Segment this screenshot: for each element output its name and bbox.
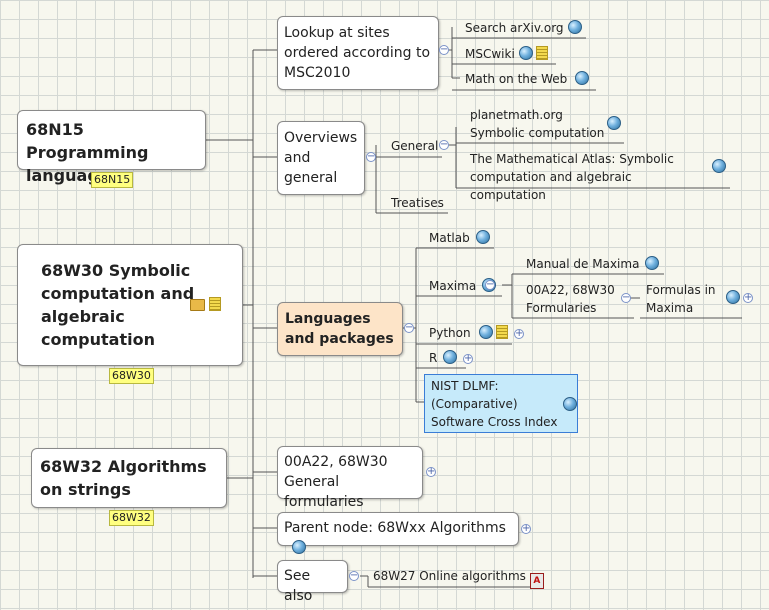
collapse-icon[interactable]: − xyxy=(439,139,449,150)
link-manual-maxima[interactable]: Manual de Maxima xyxy=(526,255,660,273)
globe-icon[interactable] xyxy=(475,230,490,244)
folder-icon[interactable] xyxy=(190,299,205,311)
node-matlab[interactable]: Matlab xyxy=(429,229,490,247)
node-languages-packages-title: Languages and packages xyxy=(285,311,394,347)
collapse-icon[interactable]: − xyxy=(404,322,414,333)
link-math-atlas[interactable]: The Mathematical Atlas: Symbolic computa… xyxy=(470,150,710,204)
node-treatises-label: Treatises xyxy=(391,196,444,210)
globe-icon[interactable] xyxy=(575,71,590,85)
link-planetmath-label: planetmath.org Symbolic computation xyxy=(470,108,605,140)
pdf-icon[interactable]: A xyxy=(529,573,544,589)
node-maxima-formularies-label: 00A22, 68W30 Formularies xyxy=(526,283,615,315)
expand-icon[interactable]: + xyxy=(743,292,753,303)
collapse-icon[interactable]: − xyxy=(366,151,376,162)
node-python-label: Python xyxy=(429,326,471,340)
collapse-icon[interactable]: − xyxy=(621,292,631,303)
globe-icon[interactable] xyxy=(645,256,660,270)
node-general-formularies-title: 00A22, 68W30 General formularies xyxy=(284,454,388,510)
node-maxima-formularies[interactable]: 00A22, 68W30 Formularies xyxy=(526,281,618,317)
node-lookup-title: Lookup at sites ordered according to MSC… xyxy=(284,25,431,81)
node-68w32-title: 68W32 Algorithms on strings xyxy=(40,457,207,499)
link-formulas-maxima[interactable]: Formulas in Maxima xyxy=(646,281,726,317)
node-general-formularies[interactable]: 00A22, 68W30 General formularies xyxy=(277,446,423,510)
link-planetmath[interactable]: planetmath.org Symbolic computation xyxy=(470,106,605,142)
link-manual-maxima-label: Manual de Maxima xyxy=(526,257,640,271)
node-r-label: R xyxy=(429,351,438,365)
expand-icon[interactable]: + xyxy=(514,328,524,339)
note-icon[interactable] xyxy=(495,325,508,339)
node-see-also-title: See also xyxy=(284,568,313,604)
node-68w30-title: 68W30 Symbolic computation and algebraic… xyxy=(41,261,195,349)
node-parent-title: Parent node: 68Wxx Algorithms xyxy=(284,520,506,536)
node-nist-dlmf[interactable]: NIST DLMF: (Comparative) Software Cross … xyxy=(424,374,578,433)
globe-icon[interactable] xyxy=(443,350,458,364)
link-search-arxiv[interactable]: Search arXiv.org xyxy=(465,19,582,37)
node-matlab-label: Matlab xyxy=(429,231,470,245)
node-nist-dlmf-label: NIST DLMF: (Comparative) Software Cross … xyxy=(431,379,558,429)
globe-icon[interactable] xyxy=(726,290,740,304)
node-lookup[interactable]: Lookup at sites ordered according to MSC… xyxy=(277,16,439,90)
link-math-on-the-web-label: Math on the Web xyxy=(465,72,568,86)
globe-icon[interactable] xyxy=(478,325,493,339)
collapse-icon[interactable]: − xyxy=(439,44,449,55)
globe-icon[interactable] xyxy=(567,20,582,34)
globe-icon[interactable] xyxy=(607,116,621,130)
collapse-icon[interactable]: − xyxy=(349,570,359,581)
link-online-algorithms-label: 68W27 Online algorithms xyxy=(373,569,526,583)
node-68n15[interactable]: 68N15 Programming languages xyxy=(17,110,206,185)
node-general[interactable]: General xyxy=(391,137,438,155)
expand-icon[interactable]: + xyxy=(521,523,531,534)
node-python[interactable]: Python xyxy=(429,324,508,342)
note-icon[interactable] xyxy=(209,297,221,311)
node-overviews-title: Overviews and general xyxy=(284,130,358,186)
globe-icon[interactable] xyxy=(563,397,577,411)
node-maxima-label: Maxima xyxy=(429,279,477,293)
node-68w30[interactable]: 68W30 Symbolic computation and algebraic… xyxy=(17,244,243,366)
link-math-atlas-label: The Mathematical Atlas: Symbolic computa… xyxy=(470,152,674,202)
node-parent[interactable]: Parent node: 68Wxx Algorithms xyxy=(277,512,519,554)
link-search-arxiv-label: Search arXiv.org xyxy=(465,21,564,35)
node-languages-packages[interactable]: Languages and packages xyxy=(277,302,403,356)
link-math-on-the-web[interactable]: Math on the Web xyxy=(465,70,590,88)
collapse-icon[interactable]: − xyxy=(485,279,495,290)
note-icon[interactable] xyxy=(535,46,548,60)
node-68w32[interactable]: 68W32 Algorithms on strings xyxy=(31,448,227,508)
tag-68w32: 68W32 xyxy=(109,510,154,526)
node-treatises[interactable]: Treatises xyxy=(391,194,444,212)
tag-68w30: 68W30 xyxy=(109,368,154,384)
link-mscwiki-label: MSCwiki xyxy=(465,47,515,61)
globe-icon[interactable] xyxy=(292,540,306,554)
link-mscwiki[interactable]: MSCwiki xyxy=(465,45,548,63)
node-see-also[interactable]: See also xyxy=(277,560,348,604)
expand-icon[interactable]: + xyxy=(426,466,436,477)
node-r[interactable]: R xyxy=(429,349,458,367)
expand-icon[interactable]: + xyxy=(463,353,473,364)
node-general-label: General xyxy=(391,139,439,153)
globe-icon[interactable] xyxy=(518,46,533,60)
tag-68n15: 68N15 xyxy=(91,172,134,188)
globe-icon[interactable] xyxy=(712,159,726,173)
link-formulas-maxima-label: Formulas in Maxima xyxy=(646,283,716,315)
node-overviews[interactable]: Overviews and general xyxy=(277,121,365,195)
